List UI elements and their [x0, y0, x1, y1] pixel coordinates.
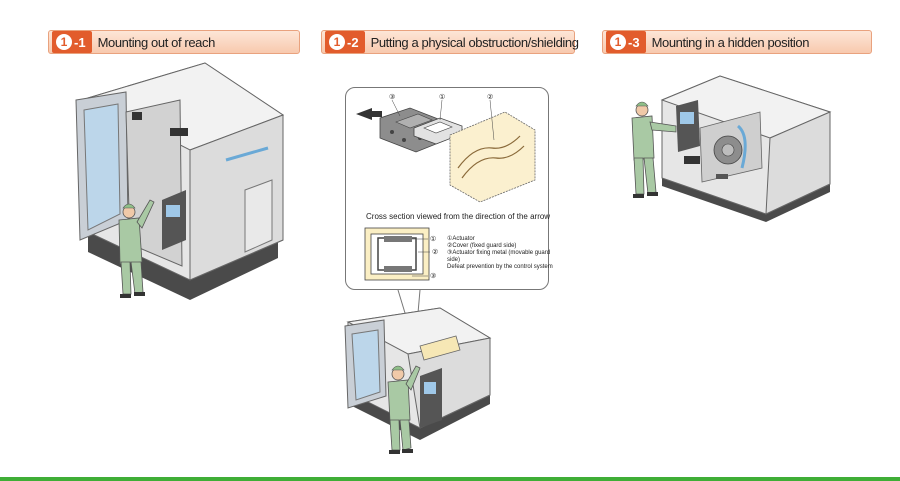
machine-illustration-3 [660, 75, 832, 222]
cross-section-diagram [364, 227, 430, 281]
mark-2-section: ② [432, 248, 438, 256]
legend-item-cover: ②Cover (fixed guard side) [447, 243, 517, 249]
machine-illustration-2 [344, 307, 492, 440]
machine-illustration-1 [75, 62, 285, 300]
panel-header-1: 1-1 Mounting out of reach [48, 30, 300, 54]
mark-1-top: ③ [389, 93, 395, 101]
worker-illustration-2 [387, 365, 421, 454]
footer-bar [0, 477, 900, 481]
worker-illustration-3 [631, 101, 677, 198]
panel-badge-1: 1-1 [52, 31, 92, 53]
legend-item-defeat-prevention: Defeat prevention by the control system [447, 264, 553, 270]
arrow-icon [356, 108, 382, 120]
worker-illustration-1 [118, 199, 155, 298]
panel-title-2: Putting a physical obstruction/shielding [370, 34, 579, 50]
mark-1-section: ① [430, 235, 436, 243]
mark-3-section: ③ [430, 272, 436, 280]
cross-section-caption: Cross section viewed from the direction … [366, 212, 551, 221]
panel-title-3: Mounting in a hidden position [651, 34, 810, 50]
mark-3-top: ② [487, 93, 493, 101]
panel-badge-3: 1-3 [606, 31, 646, 53]
guard-cover-illustration [449, 111, 536, 203]
legend-item-actuator: ①Actuator [447, 236, 475, 242]
panel-badge-2: 1-2 [325, 31, 365, 53]
panel-header-3: 1-3 Mounting in a hidden position [602, 30, 872, 54]
legend-item-fixing-metal: ③Actuator fixing metal (movable guard si… [447, 250, 551, 263]
leader-lines [391, 99, 495, 141]
cross-section-legend: ①Actuator ②Cover (fixed guard side) ③Act… [447, 236, 557, 271]
panel-title-1: Mounting out of reach [97, 34, 216, 50]
panel-header-2: 1-2 Putting a physical obstruction/shiel… [321, 30, 579, 54]
mark-2-top: ① [439, 93, 445, 101]
